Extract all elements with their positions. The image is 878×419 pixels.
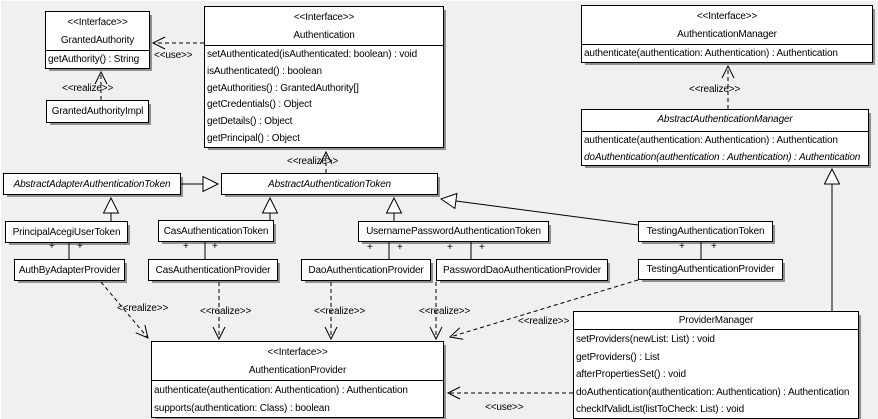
assoc-plus-label: + xyxy=(447,242,453,253)
class-box-authentication-manager: <<Interface>> AuthenticationManager auth… xyxy=(581,5,873,63)
methods-compartment: authenticate(authentication: Authenticat… xyxy=(152,380,443,418)
method: doAuthentication(authentication: Authent… xyxy=(576,386,850,398)
realize-label: <<realize>> xyxy=(117,303,169,314)
methods-compartment: setProviders(newList: List) : void getPr… xyxy=(574,329,858,419)
realize-label: <<realize>> xyxy=(689,84,741,95)
class-name: UsernamePasswordAuthenticationToken xyxy=(366,226,541,237)
class-box-dao-authentication-provider: DaoAuthenticationProvider xyxy=(301,259,431,281)
class-name: GrantedAuthority xyxy=(60,35,135,46)
assoc-plus-label: + xyxy=(479,242,485,253)
class-box-provider-manager: ProviderManager setProviders(newList: Li… xyxy=(573,311,859,419)
class-name: PrincipalAcegiUserToken xyxy=(12,226,121,238)
method: checkIfValidList(listToCheck: List) : vo… xyxy=(576,404,745,416)
method: authenticate(authentication: Authenticat… xyxy=(584,135,838,146)
assoc-plus-label: + xyxy=(49,241,55,252)
class-box-username-password-authentication-token: UsernamePasswordAuthenticationToken xyxy=(358,221,549,242)
class-title: <<Interface>> AuthenticationManager xyxy=(582,6,872,44)
class-name: CasAuthenticationToken xyxy=(163,225,269,237)
methods-compartment: authenticate(authentication: Authenticat… xyxy=(582,44,872,62)
class-box-testing-authentication-token: TestingAuthenticationToken xyxy=(638,221,773,242)
class-name: Authentication xyxy=(293,30,355,41)
class-box-authentication-provider: <<Interface>> AuthenticationProvider aut… xyxy=(151,341,444,418)
class-name: AbstractAuthenticationManager xyxy=(657,114,793,125)
realize-label: <<realize>> xyxy=(62,83,114,94)
class-box-abstract-authentication-token: AbstractAuthenticationToken xyxy=(221,173,438,195)
class-box-testing-authentication-provider: TestingAuthenticationProvider xyxy=(638,259,783,280)
class-title: <<Interface>> AuthenticationProvider xyxy=(152,342,443,380)
method: getProviders() : List xyxy=(576,351,660,363)
class-name: AuthByAdapterProvider xyxy=(18,264,121,276)
class-name: AbstractAdapterAuthenticationToken xyxy=(13,178,171,190)
class-name: ProviderManager xyxy=(678,315,754,326)
method: getDetails() : Object xyxy=(207,116,293,128)
realize-label: <<realize>> xyxy=(287,156,339,167)
class-stereotype: <<Interface>> xyxy=(293,12,355,23)
method: doAuthentication(authentication : Authen… xyxy=(584,151,861,163)
class-name: CasAuthenticationProvider xyxy=(155,264,271,276)
class-title: <<Interface>> Authentication xyxy=(205,7,443,45)
assoc-plus-label: + xyxy=(77,241,83,252)
method: getPrincipal() : Object xyxy=(207,132,300,144)
method: getCredentials() : Object xyxy=(207,99,312,111)
class-box-granted-authority-impl: GrantedAuthorityImpl xyxy=(46,100,149,123)
assoc-plus-label: + xyxy=(679,241,685,252)
method: authenticate(authentication: Authenticat… xyxy=(154,385,408,396)
class-stereotype: <<Interface>> xyxy=(267,347,328,358)
class-box-cas-authentication-token: CasAuthenticationToken xyxy=(158,220,274,242)
class-box-auth-by-adapter-provider: AuthByAdapterProvider xyxy=(14,259,125,281)
assoc-plus-label: + xyxy=(212,241,218,252)
method: authenticate(authentication: Authenticat… xyxy=(584,48,838,59)
realize-label: <<realize>> xyxy=(518,316,570,327)
class-name: GrantedAuthorityImpl xyxy=(51,106,144,117)
method: setProviders(newList: List) : void xyxy=(576,334,715,345)
method: getAuthority() : String xyxy=(48,54,140,65)
assoc-plus-label: + xyxy=(367,242,373,253)
class-box-abstract-adapter-authentication-token: AbstractAdapterAuthenticationToken xyxy=(3,173,181,195)
class-name: TestingAuthenticationToken xyxy=(646,226,765,237)
realize-label: <<realize>> xyxy=(200,306,252,317)
methods-compartment: getAuthority() : String xyxy=(46,50,149,68)
assoc-plus-label: + xyxy=(397,242,403,253)
class-box-abstract-authentication-manager: AbstractAuthenticationManager authentica… xyxy=(581,109,869,166)
assoc-plus-label: + xyxy=(183,241,189,252)
methods-compartment: authenticate(authentication: Authenticat… xyxy=(582,131,868,166)
class-box-password-dao-authentication-provider: PasswordDaoAuthenticationProvider xyxy=(436,259,608,281)
class-name: DaoAuthenticationProvider xyxy=(308,264,424,276)
class-box-cas-authentication-provider: CasAuthenticationProvider xyxy=(148,259,278,281)
class-box-principal-acegi-user-token: PrincipalAcegiUserToken xyxy=(5,221,128,243)
class-name: TestingAuthenticationProvider xyxy=(646,264,775,275)
class-stereotype: <<Interface>> xyxy=(696,11,758,22)
class-name: PasswordDaoAuthenticationProvider xyxy=(443,264,601,276)
use-label: <<use>> xyxy=(154,50,193,61)
method: isAuthenticated() : boolean xyxy=(207,65,322,77)
method: setAuthenticated(isAuthenticated: boolea… xyxy=(207,49,418,60)
class-stereotype: <<Interface>> xyxy=(67,17,128,28)
method: afterPropertiesSet() : void xyxy=(576,369,686,381)
class-box-granted-authority: <<Interface>> GrantedAuthority getAuthor… xyxy=(45,11,150,69)
assoc-plus-label: + xyxy=(711,241,717,252)
method: getAuthorities() : GrantedAuthority[] xyxy=(207,82,359,94)
class-title: <<Interface>> GrantedAuthority xyxy=(46,12,149,50)
use-label: <<use>> xyxy=(485,402,524,413)
realize-label: <<realize>> xyxy=(314,306,366,317)
method: supports(authentication: Class) : boolea… xyxy=(154,403,330,414)
class-name: AuthenticationManager xyxy=(677,29,777,40)
methods-compartment: setAuthenticated(isAuthenticated: boolea… xyxy=(205,45,443,148)
class-name: AuthenticationProvider xyxy=(248,365,347,376)
realize-label: <<realize>> xyxy=(419,306,471,317)
class-name: AbstractAuthenticationToken xyxy=(268,178,391,190)
class-box-authentication: <<Interface>> Authentication setAuthenti… xyxy=(204,6,444,148)
